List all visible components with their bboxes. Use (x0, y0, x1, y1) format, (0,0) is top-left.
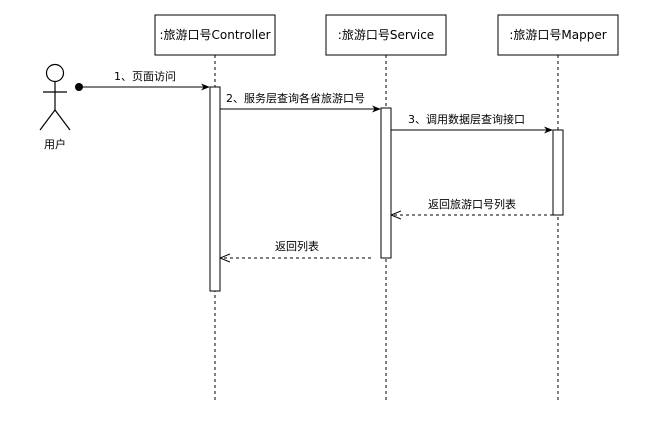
actor-user: 用户 (39, 63, 71, 151)
actor-right-leg (54, 109, 71, 131)
participant-box (497, 14, 619, 56)
participant-controller: :旅游口号Controller (154, 14, 276, 400)
return-1: 返回旅游口号列表 (392, 197, 553, 215)
message-label: 2、服务层查询各省旅游口号 (226, 91, 365, 105)
message-3: 3、调用数据层查询接口 (391, 112, 553, 134)
message-1: 1、页面访问 (75, 70, 210, 91)
participant-mapper: :旅游口号Mapper (497, 14, 619, 400)
message-label: 3、调用数据层查询接口 (408, 112, 525, 126)
participant-label: :旅游口号Mapper (509, 28, 606, 42)
activation-service (380, 107, 392, 259)
participant-box (325, 14, 447, 56)
actor-head (45, 63, 65, 83)
return-label: 返回旅游口号列表 (428, 197, 516, 211)
return-label: 返回列表 (275, 239, 319, 253)
participant-label: :旅游口号Service (338, 28, 434, 42)
message-label: 1、页面访问 (114, 70, 176, 83)
message-2: 2、服务层查询各省旅游口号 (220, 91, 381, 113)
activation-mapper (552, 129, 564, 216)
actor-left-leg (39, 109, 56, 131)
activation-controller (209, 86, 221, 292)
participant-label: :旅游口号Controller (159, 28, 270, 42)
return-2: 返回列表 (221, 239, 371, 258)
actor-label: 用户 (44, 137, 66, 151)
participant-service: :旅游口号Service (325, 14, 447, 400)
participant-box (154, 14, 276, 56)
